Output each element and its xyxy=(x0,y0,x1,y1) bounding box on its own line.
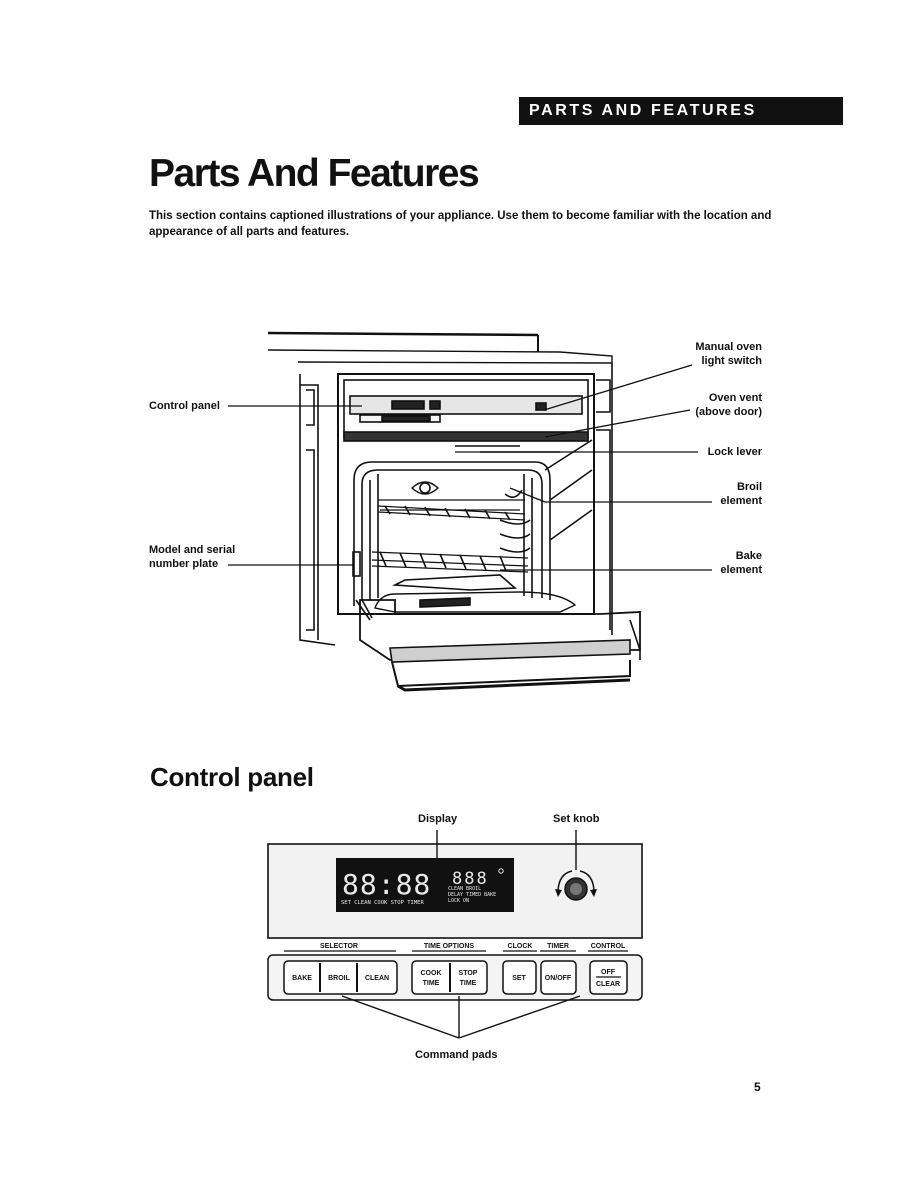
label-oven-vent: Oven vent (above door) xyxy=(695,391,762,419)
label-bake-line1: Bake xyxy=(735,550,762,562)
label-broil-line1: Broil xyxy=(736,481,762,493)
stop-time-pad-line2[interactable]: TIME xyxy=(460,980,477,987)
clear-pad[interactable]: CLEAR xyxy=(596,981,620,988)
label-light-switch-line1: Manual oven xyxy=(695,341,762,353)
label-broil-element: Broil element xyxy=(720,480,762,508)
display-window xyxy=(336,858,514,912)
stop-time-pad-line1[interactable]: STOP xyxy=(459,970,478,977)
oven-illustration xyxy=(228,331,712,692)
off-pad[interactable]: OFF xyxy=(601,969,616,976)
broil-pad[interactable]: BROIL xyxy=(328,975,351,982)
display-indicators-right-3: LOCK ON xyxy=(448,898,469,904)
on-off-pad[interactable]: ON/OFF xyxy=(545,975,572,982)
heading-time-options: TIME OPTIONS xyxy=(424,943,475,950)
label-control-panel: Control panel xyxy=(149,400,220,412)
display-time: 88:88 xyxy=(342,868,431,901)
label-lock-lever: Lock lever xyxy=(707,446,762,458)
label-display: Display xyxy=(418,813,458,825)
cook-time-pad-line2[interactable]: TIME xyxy=(423,980,440,987)
set-knob[interactable] xyxy=(555,870,597,901)
bake-pad[interactable]: BAKE xyxy=(292,975,312,982)
set-pad[interactable]: SET xyxy=(512,975,526,982)
label-oven-vent-line1: Oven vent xyxy=(708,392,762,404)
heading-clock: CLOCK xyxy=(508,943,533,950)
label-broil-line2: element xyxy=(720,495,762,507)
heading-control: CONTROL xyxy=(591,943,626,950)
label-set-knob: Set knob xyxy=(553,813,600,825)
display-indicators-right-1: CLEAN BROIL xyxy=(448,886,481,892)
clean-pad[interactable]: CLEAN xyxy=(365,975,389,982)
page-number: 5 xyxy=(754,1080,761,1094)
heading-selector: SELECTOR xyxy=(320,943,358,950)
display-indicators-right-2: DELAY TIMED BAKE xyxy=(448,892,496,898)
display-indicators-left: SET CLEAN COOK STOP TIMER xyxy=(341,900,424,906)
label-bake-element: Bake element xyxy=(720,549,762,577)
label-bake-line2: element xyxy=(720,564,762,576)
intro-paragraph: This section contains captioned illustra… xyxy=(149,210,772,238)
display-temp: 888 xyxy=(452,869,489,889)
label-model-serial-line2: number plate xyxy=(149,558,219,570)
label-model-serial-line1: Model and serial xyxy=(149,544,236,556)
section-tab: PARTS AND FEATURES xyxy=(519,97,843,125)
cook-time-pad-line1[interactable]: COOK xyxy=(421,970,442,977)
page-title: Parts And Features xyxy=(149,152,480,195)
heading-timer: TIMER xyxy=(547,943,569,950)
label-light-switch-line2: light switch xyxy=(701,355,763,367)
label-command-pads: Command pads xyxy=(415,1049,498,1061)
label-light-switch: Manual oven light switch xyxy=(695,340,762,368)
label-oven-vent-line2: (above door) xyxy=(695,406,762,418)
label-model-serial: Model and serial number plate xyxy=(149,543,235,571)
section-title-control-panel: Control panel xyxy=(150,762,314,792)
